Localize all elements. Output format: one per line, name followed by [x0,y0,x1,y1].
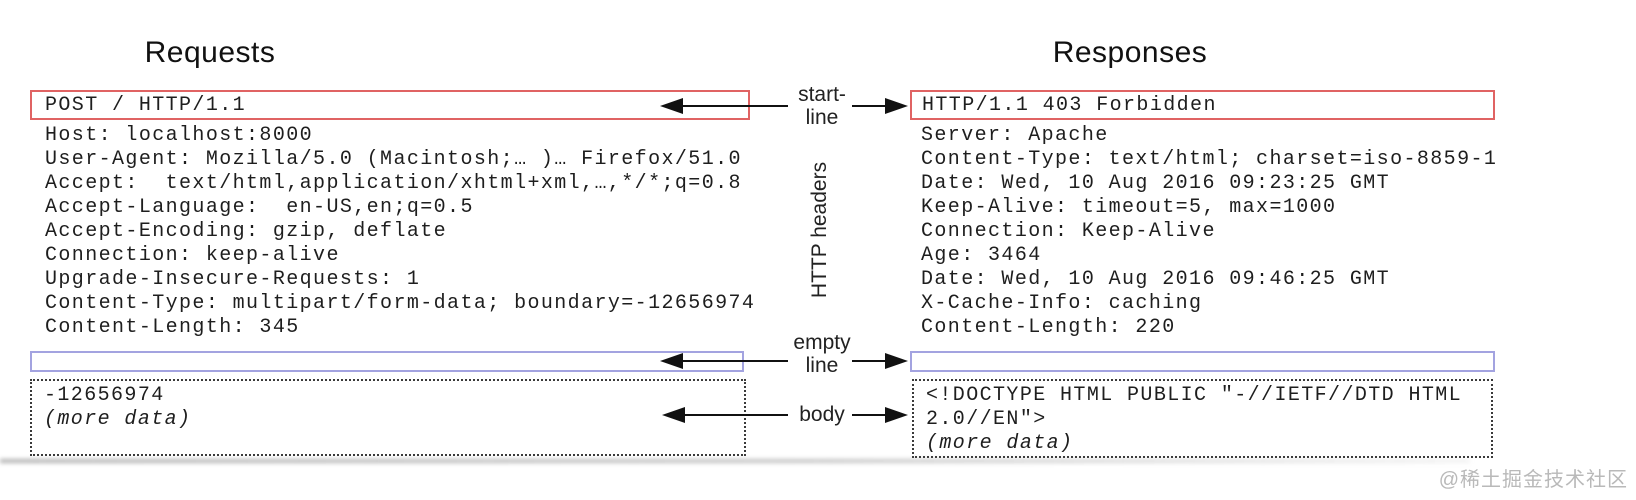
request-start-line: POST / HTTP/1.1 [45,93,247,117]
arrow-empty-line-to-request [660,353,788,369]
arrow-shaft [680,360,788,362]
response-header-content-length: Content-Length: 220 [921,316,1176,339]
response-start-line-box: HTTP/1.1 403 Forbidden [910,90,1495,120]
request-headers: Host: localhost:8000 User-Agent: Mozilla… [45,124,755,340]
request-header-host: Host: localhost:8000 [45,124,314,147]
response-empty-line-box [910,351,1495,372]
request-start-line-box: POST / HTTP/1.1 [30,90,750,120]
response-header-age: Age: 3464 [921,244,1042,267]
request-body-more-data: (more data) [44,408,192,431]
request-header-content-length: Content-Length: 345 [45,316,300,339]
responses-title: Responses [1052,36,1208,69]
arrow-start-line-to-response [852,98,908,114]
arrow-head-right-icon [885,407,908,423]
request-body-line: -12656974 [44,384,165,407]
response-header-connection: Connection: Keep-Alive [921,220,1216,243]
requests-title: Requests [144,36,276,69]
response-headers: Server: Apache Content-Type: text/html; … [921,124,1497,340]
label-empty-line-part2: line [805,354,839,377]
label-empty-line-part1: empty [793,331,851,354]
response-header-server: Server: Apache [921,124,1109,147]
response-header-x-cache-info: X-Cache-Info: caching [921,292,1203,315]
arrow-shaft [852,360,888,362]
arrow-head-left-icon [660,353,683,369]
arrow-shaft [680,105,788,107]
request-empty-line-box [30,351,744,372]
arrow-head-right-icon [885,98,908,114]
response-header-date-1: Date: Wed, 10 Aug 2016 09:23:25 GMT [921,172,1391,195]
response-header-keep-alive: Keep-Alive: timeout=5, max=1000 [921,196,1337,219]
arrow-start-line-to-request [660,98,788,114]
request-header-accept: Accept: text/html,application/xhtml+xml,… [45,172,742,195]
arrow-head-left-icon [662,407,685,423]
request-header-connection: Connection: keep-alive [45,244,340,267]
response-body-box: <!DOCTYPE HTML PUBLIC "-//IETF//DTD HTML… [912,379,1493,458]
request-header-user-agent: User-Agent: Mozilla/5.0 (Macintosh;… )… … [45,148,742,171]
label-start-line: start- line [770,83,874,129]
request-header-upgrade-insecure: Upgrade-Insecure-Requests: 1 [45,268,421,291]
arrow-shaft [682,414,788,416]
arrow-shaft [852,414,888,416]
arrow-empty-line-to-response [852,353,908,369]
arrow-head-right-icon [885,353,908,369]
watermark-text: @稀土掘金技术社区 [1438,469,1628,491]
arrow-body-to-response [852,407,908,423]
label-start-line-part2: line [805,106,839,129]
label-start-line-part1: start- [798,83,846,106]
arrow-shaft [852,105,888,107]
response-header-content-type: Content-Type: text/html; charset=iso-885… [921,148,1498,171]
response-body-more-data: (more data) [926,432,1074,455]
response-body-line-1: <!DOCTYPE HTML PUBLIC "-//IETF//DTD HTML [926,384,1463,407]
label-http-headers: HTTP headers [808,161,831,299]
divider-line [0,459,1470,463]
label-body: body [799,403,845,426]
request-header-accept-encoding: Accept-Encoding: gzip, deflate [45,220,448,243]
request-body-box: -12656974 (more data) [30,379,746,456]
arrow-body-to-request [662,407,788,423]
response-header-date-2: Date: Wed, 10 Aug 2016 09:46:25 GMT [921,268,1391,291]
label-empty-line: empty line [770,331,874,377]
request-header-accept-language: Accept-Language: en-US,en;q=0.5 [45,196,474,219]
request-header-content-type: Content-Type: multipart/form-data; bound… [45,292,756,315]
arrow-head-left-icon [660,98,683,114]
response-body-line-2: 2.0//EN"> [926,408,1047,431]
response-start-line: HTTP/1.1 403 Forbidden [922,93,1217,117]
